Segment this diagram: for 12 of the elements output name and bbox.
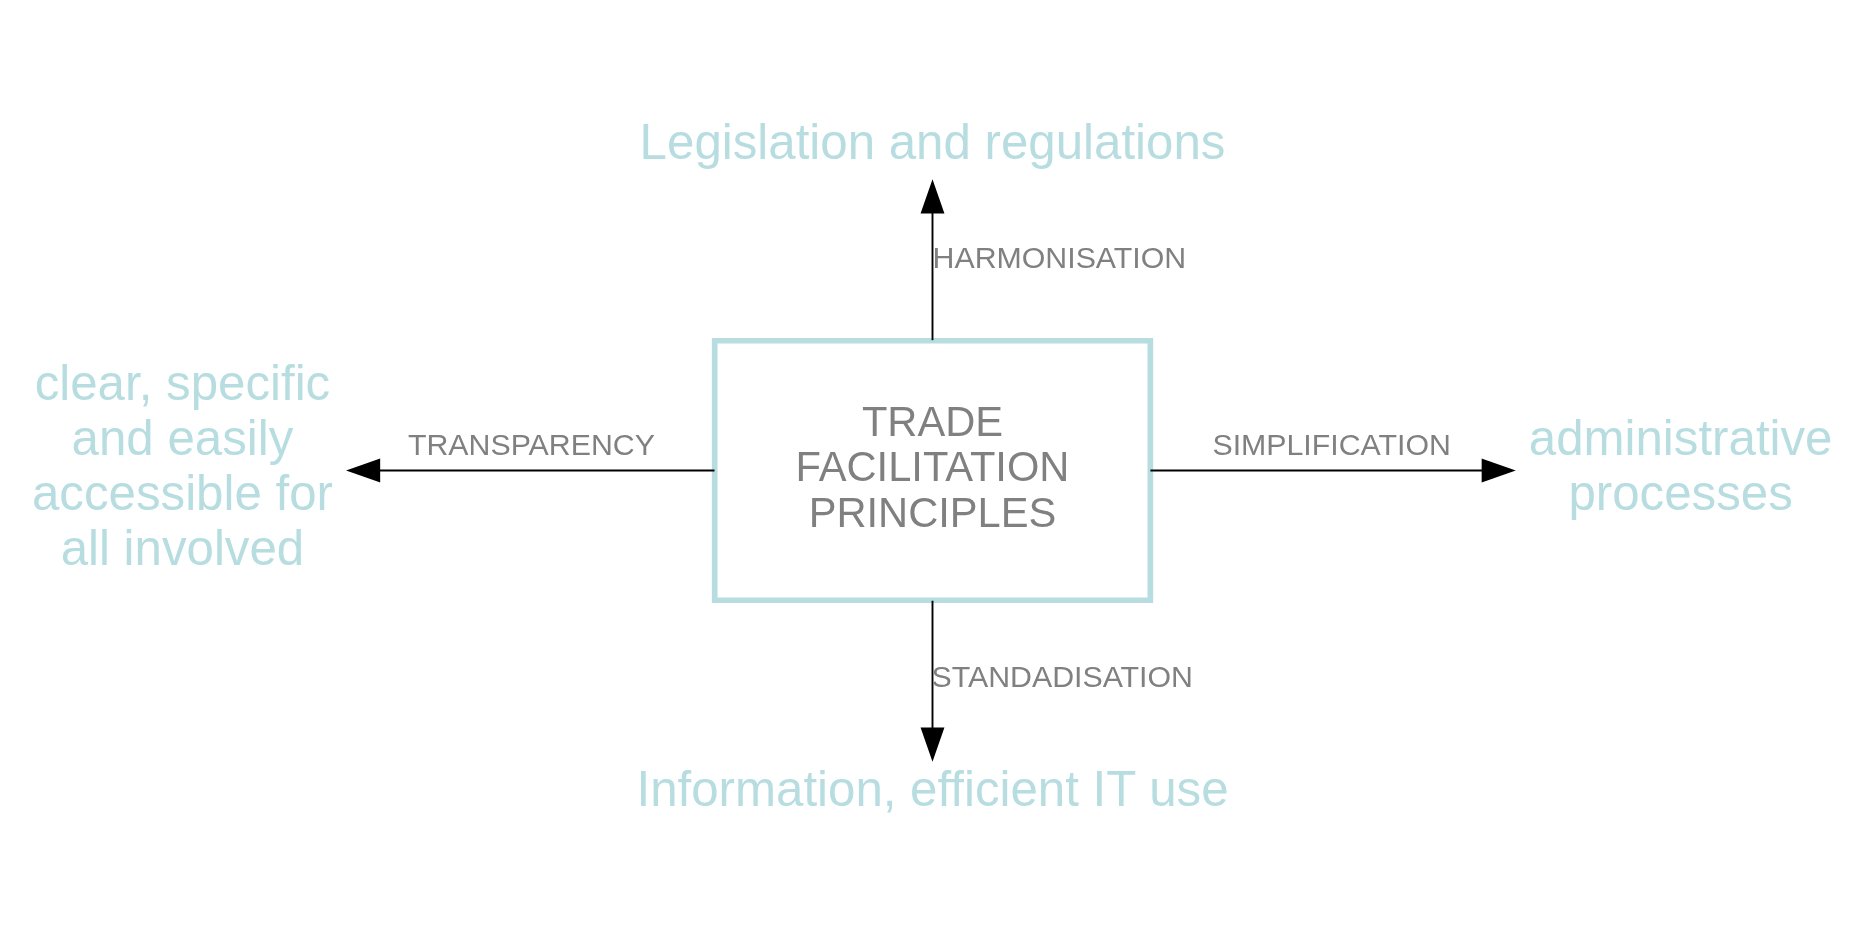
arrow [346, 458, 716, 483]
arrow [920, 599, 945, 762]
arrow [920, 179, 945, 342]
node-text: administrative processes [1528, 409, 1833, 520]
node-text: Legislation and regulations [639, 113, 1226, 169]
arrow [1149, 458, 1516, 483]
edge-label: HARMONISATION [932, 241, 1187, 275]
edge-label: SIMPLIFICATION [1212, 427, 1451, 461]
node-text: Information, efficient IT use [636, 761, 1229, 817]
edge-label: TRANSPARENCY [407, 427, 655, 461]
node-text: clear, specific and easily accessible for all involved [31, 355, 333, 575]
node-box: TRADE FACILITATION PRINCIPLES [711, 337, 1154, 604]
